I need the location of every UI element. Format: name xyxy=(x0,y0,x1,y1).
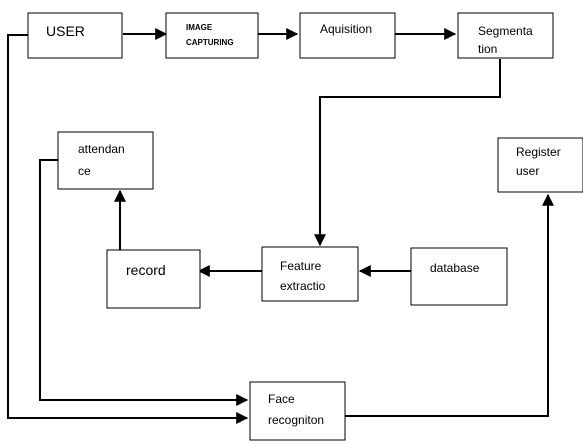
node-register-user-label-1: Register xyxy=(516,145,561,159)
node-register-user: Register user xyxy=(497,137,583,193)
edge-attendance-to-face-recognition xyxy=(39,159,249,406)
node-attendance-label-2: ce xyxy=(78,164,91,178)
node-image-capturing-label-2: CAPTURING xyxy=(186,38,234,47)
node-feature-extraction-label-1: Feature xyxy=(280,259,322,273)
node-face-recognition: Face recogniton xyxy=(249,381,346,441)
node-feature-extraction-label-2: extractio xyxy=(280,279,326,293)
node-feature-extraction: Feature extractio xyxy=(261,246,359,302)
edge-user-to-face-recognition xyxy=(7,34,249,424)
node-face-recognition-label-2: recogniton xyxy=(268,413,324,427)
node-user-label: USER xyxy=(46,23,85,39)
node-record: record xyxy=(106,249,201,309)
node-database-label: database xyxy=(430,261,480,275)
edge-face-recognition-to-register-user xyxy=(345,193,554,417)
node-image-capturing: IMAGE CAPTURING xyxy=(165,12,259,59)
node-user: USER xyxy=(27,12,123,59)
node-database: database xyxy=(410,247,508,306)
node-image-capturing-label-1: IMAGE xyxy=(186,23,213,32)
node-attendance-label-1: attendan xyxy=(78,142,125,156)
node-segmentation-label-1: Segmenta xyxy=(478,24,533,38)
node-segmentation: Segmenta tion xyxy=(457,12,554,59)
node-aquisition: Aquisition xyxy=(299,12,396,59)
node-face-recognition-label-1: Face xyxy=(268,392,295,406)
node-aquisition-label: Aquisition xyxy=(320,22,372,36)
edge-segmentation-to-feature-extraction xyxy=(314,59,501,247)
edges xyxy=(7,28,554,424)
node-record-label: record xyxy=(126,262,166,278)
node-register-user-label-2: user xyxy=(516,164,539,178)
node-segmentation-label-2: tion xyxy=(478,42,497,56)
node-attendance: attendan ce xyxy=(57,131,154,190)
